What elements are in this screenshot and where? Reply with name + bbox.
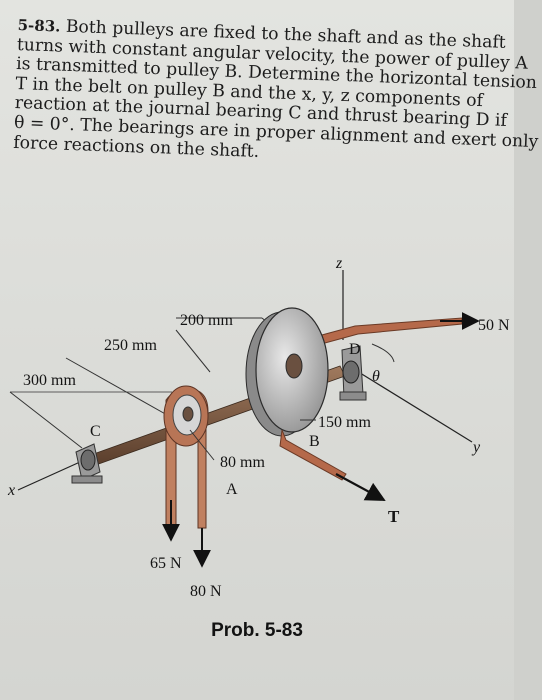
- label-c: C: [90, 423, 101, 440]
- pulley-shaft-diagram: z x y 300 mm 250 mm 200 mm: [7, 255, 510, 600]
- figure-caption: Prob. 5-83: [0, 620, 514, 642]
- bearing-d: [339, 345, 367, 401]
- angle-arc: [371, 343, 395, 363]
- angle-theta: θ: [372, 368, 380, 385]
- y-axis: [351, 367, 473, 443]
- dim-200mm: 200 mm: [180, 312, 233, 329]
- force-50n: 50 N: [478, 317, 510, 334]
- x-axis: [17, 461, 81, 491]
- force-80n: 80 N: [190, 583, 222, 600]
- dim-150mm: 150 mm: [318, 414, 371, 431]
- dim-300mm: 300 mm: [23, 372, 76, 389]
- caption-text: Prob. 5-83: [211, 620, 303, 641]
- pulley-b: [245, 307, 329, 437]
- y-axis-label: y: [471, 439, 481, 456]
- label-a: A: [226, 481, 238, 498]
- label-d: D: [349, 341, 361, 358]
- belt-b-lower: [279, 429, 347, 481]
- tension-t: T: [388, 507, 400, 526]
- arrow-t: [335, 473, 386, 501]
- bearing-c: [71, 443, 103, 484]
- x-axis-label: x: [7, 482, 15, 499]
- dim-line-80: [189, 429, 215, 461]
- dim-80mm: 80 mm: [220, 454, 265, 471]
- dim-250mm: 250 mm: [104, 337, 157, 354]
- pulley-a: [163, 385, 209, 529]
- force-65n: 65 N: [150, 555, 182, 572]
- label-b: B: [309, 433, 320, 450]
- z-axis-label: z: [335, 255, 343, 272]
